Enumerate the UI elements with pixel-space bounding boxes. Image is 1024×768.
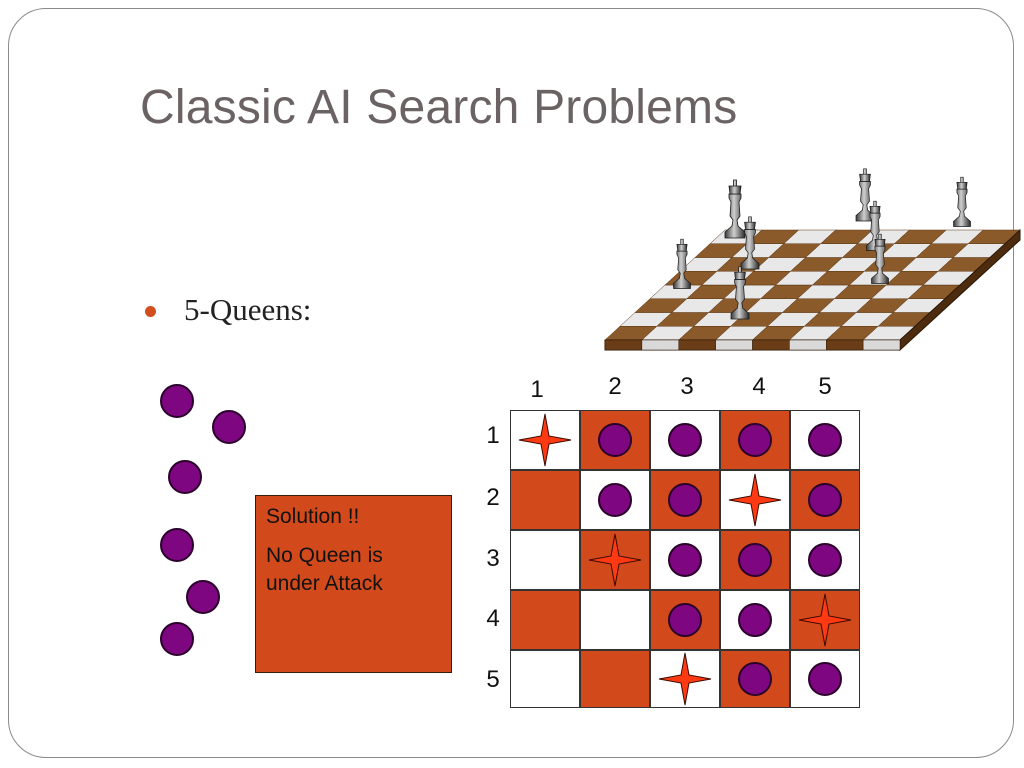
illustration-board-edge (752, 339, 790, 351)
board-cell (580, 590, 650, 650)
queen-icon (738, 662, 772, 696)
queen-icon (668, 483, 702, 517)
row-label: 2 (486, 484, 500, 511)
illustration-board-edge (715, 339, 753, 351)
board-cell (510, 650, 580, 708)
queen-icon (186, 580, 220, 614)
column-label: 1 (530, 376, 544, 403)
chess-piece-icon (871, 233, 889, 284)
board-cell (510, 530, 580, 590)
board-cell (790, 530, 860, 590)
queen-icon (808, 423, 842, 457)
board-cell (580, 650, 650, 708)
queen-icon (738, 543, 772, 577)
queen-icon (598, 423, 632, 457)
bullet-dot-icon (145, 305, 156, 317)
row-label: 5 (486, 666, 500, 693)
chess-board-with-pieces-icon (604, 168, 1021, 352)
board-cell (510, 470, 580, 530)
slide-title: Classic AI Search Problems (140, 81, 738, 134)
board-cell (510, 590, 580, 650)
queen-icon (160, 622, 194, 656)
queen-icon (668, 543, 702, 577)
illustration-board-edge (789, 339, 827, 351)
chess-piece-icon (866, 200, 884, 251)
queens-board-grid (510, 410, 860, 708)
column-label: 4 (752, 373, 766, 400)
illustration-board-edge (604, 339, 643, 351)
row-label: 3 (486, 545, 500, 572)
queen-icon (168, 460, 202, 494)
attacking-queen-star-icon (658, 652, 712, 706)
row-label: 1 (486, 422, 500, 449)
solution-heading: Solution !! (266, 505, 360, 528)
bullet-item: 5-Queens: (145, 292, 311, 328)
queen-icon (808, 543, 842, 577)
attacking-queen-star-icon (518, 413, 572, 467)
chess-piece-icon (730, 266, 750, 320)
queen-icon (160, 528, 194, 562)
column-label: 5 (818, 373, 832, 400)
chess-piece-icon (724, 179, 746, 239)
attacking-queen-star-icon (588, 533, 642, 587)
solution-box: Solution !! No Queen is under Attack (255, 495, 452, 673)
illustration-board-edge (826, 339, 864, 351)
illustration-board-edge (678, 339, 716, 351)
illustration-board-edge (862, 339, 901, 351)
chess-piece-icon (855, 168, 875, 222)
column-label: 3 (680, 373, 694, 400)
queen-icon (808, 483, 842, 517)
queen-icon (668, 603, 702, 637)
queen-icon (738, 423, 772, 457)
chess-piece-icon (953, 176, 971, 227)
queen-icon (160, 384, 194, 418)
queen-icon (808, 662, 842, 696)
queen-icon (212, 410, 246, 444)
chess-piece-icon (740, 216, 760, 270)
attacking-queen-star-icon (728, 473, 782, 527)
queen-icon (598, 483, 632, 517)
queen-icon (668, 423, 702, 457)
column-label: 2 (608, 373, 622, 400)
illustration-board-edge (641, 339, 679, 351)
bullet-text: 5-Queens: (184, 292, 312, 327)
attacking-queen-star-icon (798, 593, 852, 647)
chess-piece-icon (673, 238, 691, 289)
row-label: 4 (486, 605, 500, 632)
queen-icon (738, 603, 772, 637)
solution-body: No Queen is under Attack (266, 544, 383, 595)
